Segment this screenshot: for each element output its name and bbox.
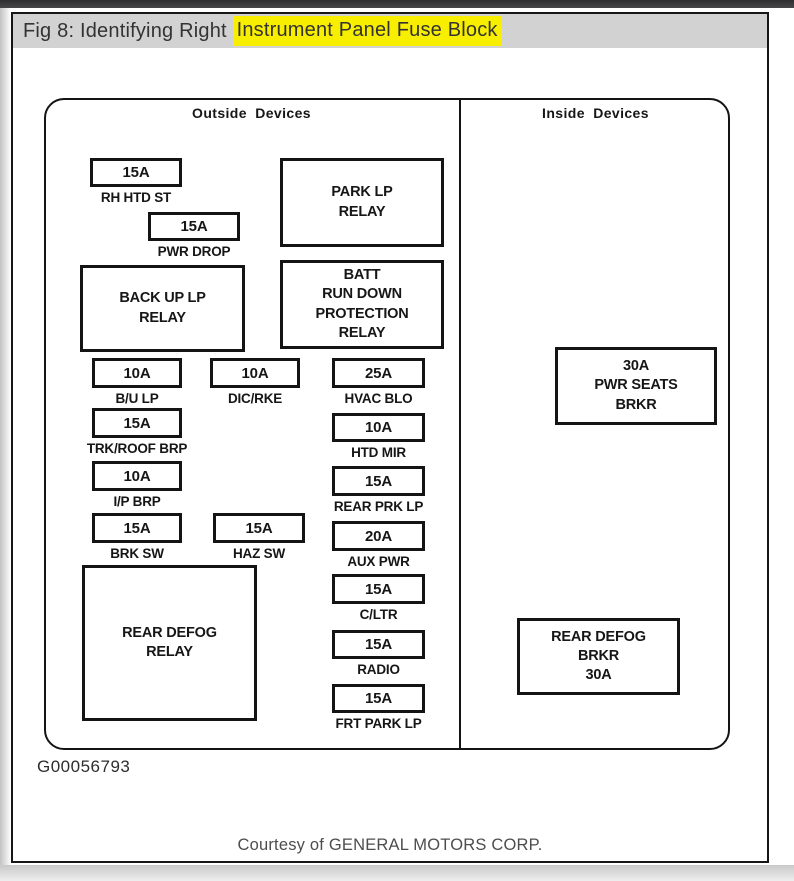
- relay-park-lp: PARK LP RELAY: [280, 158, 444, 247]
- fuse-dic-rke: 10A DIC/RKE: [210, 358, 300, 406]
- fuse-label: HTD MIR: [351, 445, 406, 460]
- bottom-edge-shading: [0, 865, 794, 881]
- fuse-amp-rating: 15A: [332, 466, 425, 496]
- fuse-amp-rating: 15A: [213, 513, 305, 543]
- fuse-amp-rating: 15A: [92, 513, 182, 543]
- fuse-amp-rating: 10A: [210, 358, 300, 388]
- fuse-amp-rating: 10A: [92, 358, 182, 388]
- fuse-amp-rating: 15A: [332, 574, 425, 604]
- fuse-haz-sw: 15A HAZ SW: [213, 513, 305, 561]
- fuse-label: HAZ SW: [232, 546, 286, 561]
- relay-back-up-lp: BACK UP LP RELAY: [80, 265, 245, 352]
- left-edge-shading: [0, 8, 11, 881]
- fuse-amp-rating: 15A: [90, 158, 182, 187]
- fuse-label: FRT PARK LP: [335, 716, 422, 731]
- fuse-pwr-drop: 15A PWR DROP: [148, 212, 240, 259]
- fuse-label: HVAC BLO: [344, 391, 413, 406]
- fuse-htd-mir: 10A HTD MIR: [332, 413, 425, 460]
- section-divider-line: [459, 98, 461, 750]
- fuse-label: I/P BRP: [113, 494, 161, 509]
- fuse-c-ltr: 15A C/LTR: [332, 574, 425, 622]
- fuse-frt-park-lp: 15A FRT PARK LP: [332, 684, 425, 731]
- fuse-amp-rating: 20A: [332, 521, 425, 551]
- fuse-aux-pwr: 20A AUX PWR: [332, 521, 425, 569]
- fuse-label: C/LTR: [359, 607, 398, 622]
- fuse-amp-rating: 15A: [332, 630, 425, 659]
- fuse-amp-rating: 10A: [332, 413, 425, 442]
- fuse-ip-brp: 10A I/P BRP: [92, 461, 182, 509]
- fuse-label: PWR DROP: [157, 244, 231, 259]
- fuse-hvac-blo: 25A HVAC BLO: [332, 358, 425, 406]
- fuse-amp-rating: 10A: [92, 461, 182, 491]
- window-top-bar: [0, 0, 794, 8]
- fuse-label: B/U LP: [115, 391, 159, 406]
- fuse-label: AUX PWR: [347, 554, 410, 569]
- fuse-amp-rating: 15A: [92, 408, 182, 438]
- fuse-block-outline: [44, 98, 730, 750]
- fuse-amp-rating: 15A: [148, 212, 240, 241]
- section-label-outside-devices: Outside Devices: [192, 105, 311, 121]
- fuse-bu-lp: 10A B/U LP: [92, 358, 182, 406]
- fuse-brk-sw: 15A BRK SW: [92, 513, 182, 561]
- figure-id: G00056793: [37, 757, 131, 776]
- fuse-label: RADIO: [357, 662, 400, 677]
- breaker-pwr-seats: 30A PWR SEATS BRKR: [555, 347, 717, 425]
- figure-title-bar: Fig 8: Identifying Right Instrument Pane…: [13, 14, 767, 48]
- fuse-radio: 15A RADIO: [332, 630, 425, 677]
- figure-title-highlight: Instrument Panel Fuse Block: [232, 16, 502, 46]
- credit-line: Courtesy of GENERAL MOTORS CORP.: [237, 836, 543, 854]
- relay-rear-defog: REAR DEFOG RELAY: [82, 565, 257, 721]
- fuse-rear-prk-lp: 15A REAR PRK LP: [332, 466, 425, 514]
- relay-batt-run-down-protection: BATT RUN DOWN PROTECTION RELAY: [280, 260, 444, 349]
- fuse-amp-rating: 25A: [332, 358, 425, 388]
- breaker-rear-defog: REAR DEFOG BRKR 30A: [517, 618, 680, 695]
- section-label-inside-devices: Inside Devices: [542, 105, 649, 121]
- figure-title-prefix: Fig 8: Identifying Right: [23, 19, 233, 42]
- fuse-rh-htd-st: 15A RH HTD ST: [90, 158, 182, 205]
- fuse-label: DIC/RKE: [227, 391, 283, 406]
- fuse-label: REAR PRK LP: [333, 499, 424, 514]
- fuse-amp-rating: 15A: [332, 684, 425, 713]
- fuse-label: TRK/ROOF BRP: [86, 441, 188, 456]
- fuse-trk-roof-brp: 15A TRK/ROOF BRP: [87, 408, 187, 456]
- fuse-label: BRK SW: [110, 546, 164, 561]
- fuse-label: RH HTD ST: [100, 190, 172, 205]
